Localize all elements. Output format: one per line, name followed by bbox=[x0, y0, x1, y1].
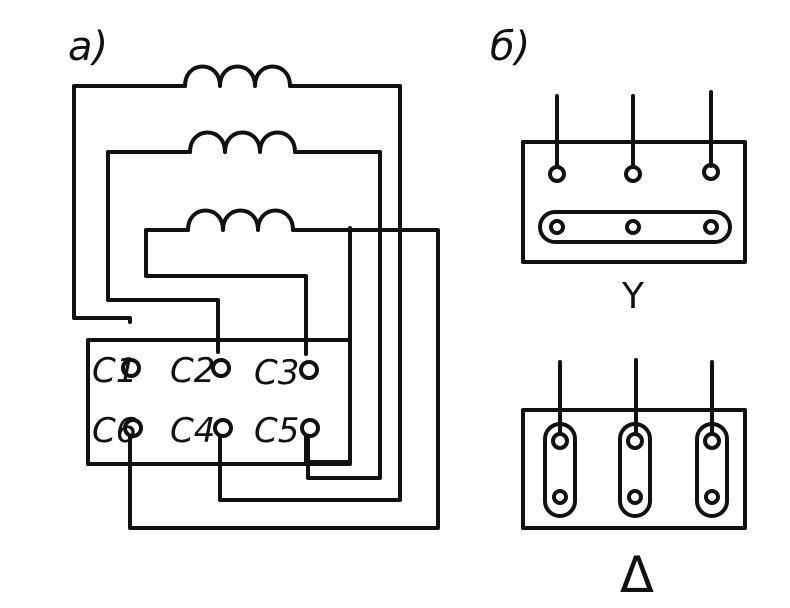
delta-bottom-terminal-1 bbox=[552, 489, 568, 505]
terminal-c4-circle bbox=[213, 418, 233, 438]
delta-top-terminal-2 bbox=[626, 432, 644, 450]
terminal-c5-circle bbox=[300, 418, 320, 438]
winding-3 bbox=[128, 208, 440, 530]
star-top-terminal-2 bbox=[624, 165, 642, 183]
terminal-c6-circle bbox=[123, 418, 143, 438]
terminal-c2-label: C2 bbox=[170, 351, 215, 391]
terminal-c6-label: C6 bbox=[92, 411, 137, 451]
terminal-c3-label: C3 bbox=[254, 353, 299, 393]
delta-bottom-terminal-2 bbox=[627, 489, 643, 505]
delta-jumper-2 bbox=[618, 422, 652, 518]
winding-1 bbox=[72, 64, 402, 502]
star-top-terminal-1 bbox=[548, 165, 566, 183]
terminal-c4-label: C4 bbox=[170, 411, 215, 451]
delta-jumper-1 bbox=[543, 422, 577, 518]
star-bottom-terminal-1 bbox=[549, 219, 565, 235]
star-bottom-terminal-2 bbox=[625, 219, 641, 235]
panel-b-label: б) bbox=[490, 24, 530, 70]
winding-2 bbox=[106, 130, 382, 480]
terminal-c2-circle bbox=[211, 358, 231, 378]
delta-jumper-3 bbox=[695, 422, 729, 518]
terminal-c1-circle bbox=[121, 358, 141, 378]
terminal-c3-circle bbox=[299, 360, 319, 380]
delta-top-terminal-1 bbox=[551, 432, 569, 450]
delta-connection-label: Δ bbox=[620, 546, 654, 604]
star-bottom-terminal-3 bbox=[703, 219, 719, 235]
terminal-c1-label: C1 bbox=[92, 351, 137, 391]
panel-a-label: а) bbox=[68, 24, 108, 70]
delta-bottom-terminal-3 bbox=[704, 489, 720, 505]
delta-top-terminal-3 bbox=[703, 432, 721, 450]
star-jumper-bar bbox=[538, 210, 732, 244]
star-top-terminal-3 bbox=[702, 163, 720, 181]
terminal-c5-label: C5 bbox=[254, 411, 299, 451]
return-line-c5 bbox=[304, 226, 352, 464]
star-connection-label: Y bbox=[621, 276, 645, 317]
